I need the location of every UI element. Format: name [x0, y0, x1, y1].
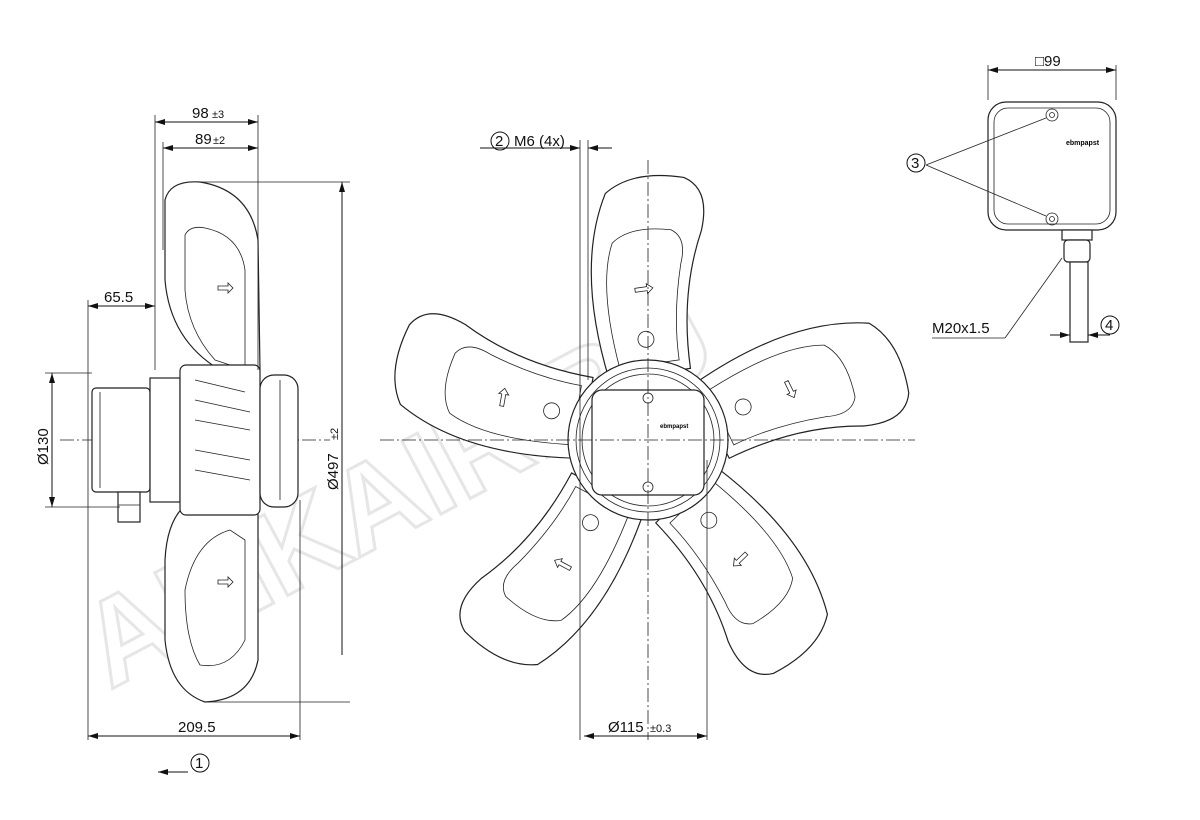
dim-overall-depth: 98	[192, 105, 209, 122]
fan-blade	[459, 472, 645, 666]
fan-blades	[394, 174, 910, 675]
dim-overall-depth-tol: ±3	[212, 109, 224, 121]
cable-callout: 4	[1105, 317, 1113, 334]
fan-blade	[394, 313, 594, 459]
front-logo: ebmpapst	[660, 424, 688, 430]
dim-hub-offset: 65.5	[104, 289, 133, 306]
dim-fan-dia-tol: ±2	[329, 428, 341, 440]
dim-bolt-circle: Ø115	[608, 719, 644, 736]
box-logo: ebmpapst	[1066, 140, 1100, 147]
front-view: ebmpapst 2 M6 (4x) Ø115 ±0.3	[380, 131, 915, 740]
fan-blade	[590, 174, 705, 381]
terminal-box-view: ebmpapst □99 3 M20x1.5 4	[906, 53, 1120, 343]
dim-total-length: 209.5	[178, 719, 216, 736]
fan-blade	[692, 322, 910, 460]
screw-callout: 3	[911, 155, 919, 172]
airflow-callout: 1	[195, 755, 203, 772]
gland-label: M20x1.5	[932, 320, 990, 337]
mount-callout: 2	[495, 133, 503, 150]
dim-blade-depth: 89	[195, 131, 212, 148]
dim-motor-dia: Ø130	[35, 428, 52, 465]
side-view: 98 ±3 89 ±2 65.5 Ø130 Ø497 ±2 209.5 1	[35, 105, 350, 775]
dim-blade-depth-tol: ±2	[213, 135, 225, 147]
fan-blade	[654, 465, 829, 675]
mount-label: M6 (4x)	[514, 133, 565, 150]
dim-box-size: □99	[1035, 53, 1061, 70]
dim-bolt-circle-tol: ±0.3	[650, 723, 671, 735]
dim-fan-dia: Ø497	[325, 453, 342, 490]
